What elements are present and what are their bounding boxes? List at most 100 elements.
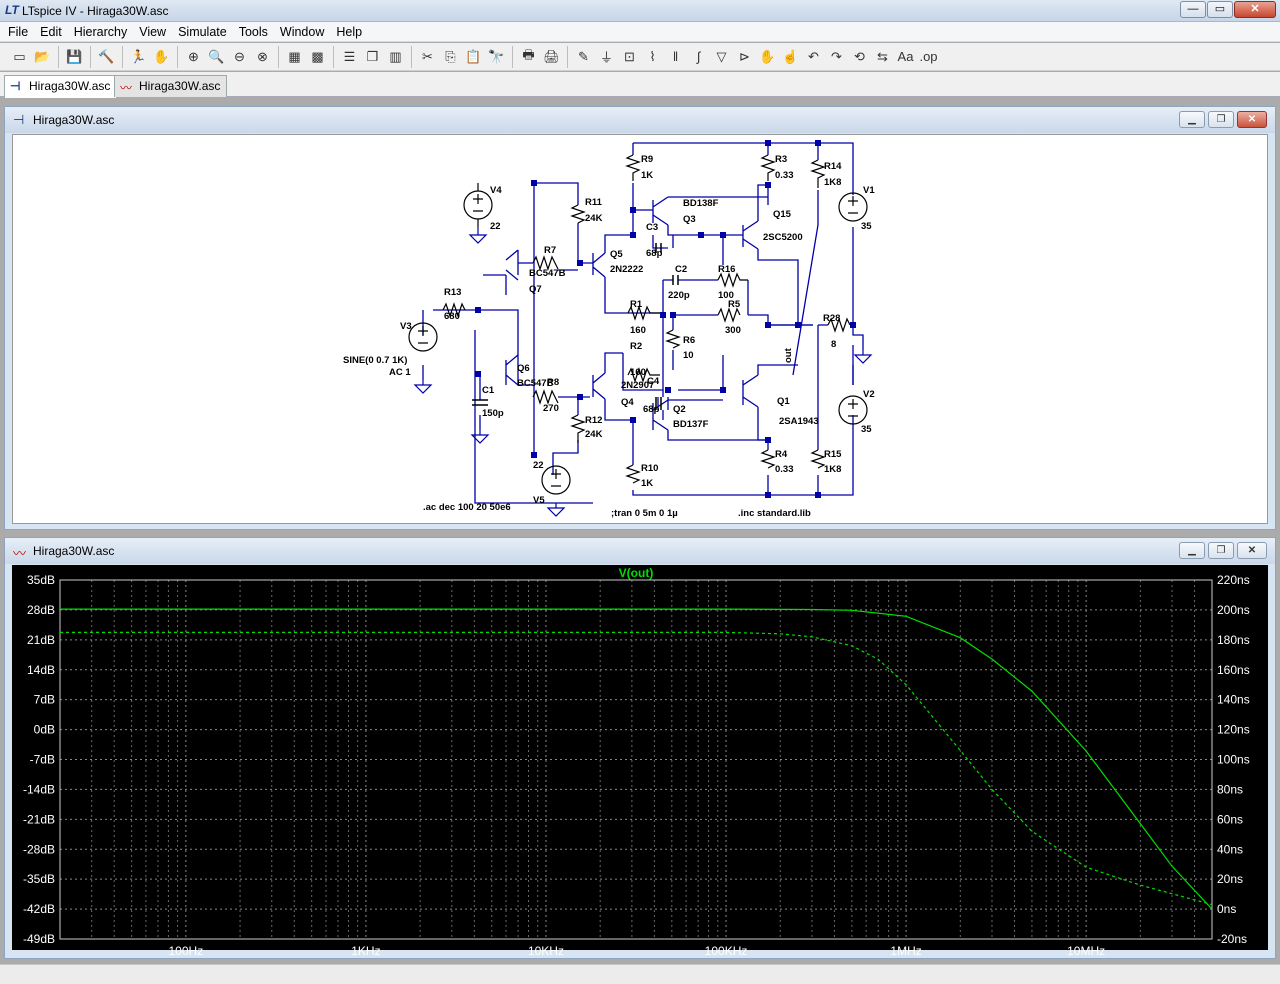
- svg-text:R10: R10: [641, 463, 658, 474]
- inductor-icon[interactable]: ∫: [696, 49, 701, 64]
- mirror-icon[interactable]: ⇆: [877, 48, 888, 64]
- undo-icon[interactable]: ↶: [808, 48, 819, 64]
- junction-dots: [475, 140, 856, 498]
- schematic-labels: V4 22 R11 24K R7 BC547B Q7 Q5 2N2222 R13…: [343, 154, 875, 519]
- find-icon[interactable]: 🔭: [488, 48, 505, 64]
- schematic-restore-button[interactable]: ❐: [1208, 111, 1234, 128]
- y-tick-label-right: 20ns: [1217, 872, 1243, 886]
- svg-text:C4: C4: [647, 376, 660, 387]
- menu-hierarchy[interactable]: Hierarchy: [73, 24, 128, 39]
- pan-icon[interactable]: 🔍: [208, 48, 225, 64]
- ltspice-logo-icon: LT: [5, 3, 19, 17]
- wire-icon[interactable]: ✎: [578, 48, 589, 64]
- schematic-window-titlebar: ⊣ Hiraga30W.asc ▁ ❐ ✕: [5, 107, 1275, 133]
- svg-text:V2: V2: [863, 389, 875, 400]
- zoom-cancel-icon[interactable]: ⊗: [257, 48, 268, 64]
- tab-waveform[interactable]: 〰 Hiraga30W.asc: [114, 75, 228, 97]
- text-icon[interactable]: Aa: [897, 49, 914, 64]
- waveform-restore-button[interactable]: ❐: [1208, 542, 1234, 559]
- minimize-button[interactable]: —: [1180, 1, 1206, 18]
- svg-text:Q3: Q3: [683, 214, 696, 225]
- maximize-button[interactable]: ▭: [1207, 1, 1233, 18]
- zoom-out-icon[interactable]: ⊖: [234, 48, 245, 64]
- print-icon[interactable]: 🖨: [543, 48, 560, 64]
- toolbar-separator: [122, 45, 123, 68]
- menu-simulate[interactable]: Simulate: [178, 24, 227, 39]
- svg-text:R16: R16: [718, 264, 735, 275]
- menu-help[interactable]: Help: [336, 24, 363, 39]
- halt-icon[interactable]: ✋: [153, 48, 170, 64]
- schematic-close-button[interactable]: ✕: [1237, 111, 1267, 128]
- tile-vertical-icon[interactable]: ▥: [389, 48, 402, 64]
- menu-window[interactable]: Window: [279, 24, 325, 39]
- toolbar-separator: [567, 45, 568, 68]
- toolbar-separator: [177, 45, 178, 68]
- label-net-icon[interactable]: ⊡: [624, 48, 635, 64]
- series-line-phase: [60, 631, 1213, 906]
- svg-text:C1: C1: [482, 385, 495, 396]
- svg-text:.inc standard.lib: .inc standard.lib: [738, 508, 811, 519]
- svg-text:BC547B: BC547B: [517, 378, 554, 389]
- menu-edit[interactable]: Edit: [40, 24, 62, 39]
- svg-text:1K8: 1K8: [824, 177, 841, 188]
- svg-text:Q4: Q4: [621, 397, 634, 408]
- copy-icon[interactable]: ⎘: [445, 48, 456, 64]
- svg-text:1K: 1K: [641, 478, 653, 489]
- menu-file[interactable]: File: [8, 24, 29, 39]
- schematic-minimize-button[interactable]: ▁: [1179, 111, 1205, 128]
- spice-directive-icon[interactable]: .op: [919, 49, 938, 64]
- toolbar-separator: [411, 45, 412, 68]
- diode-icon[interactable]: ▽: [716, 48, 727, 64]
- paste-icon[interactable]: 📋: [465, 48, 482, 64]
- autorange-icon[interactable]: ▦: [288, 48, 301, 64]
- svg-text:1K: 1K: [641, 170, 653, 181]
- svg-text:22: 22: [490, 221, 501, 232]
- schematic-canvas[interactable]: V4 22 R11 24K R7 BC547B Q7 Q5 2N2222 R13…: [12, 134, 1268, 524]
- waveform-icon: 〰: [120, 81, 133, 95]
- close-button[interactable]: ✕: [1234, 1, 1276, 18]
- toolbar-separator: [58, 45, 59, 68]
- control-panel-icon[interactable]: 🔨: [98, 48, 115, 64]
- cut-icon[interactable]: ✂: [422, 48, 433, 64]
- menu-view[interactable]: View: [139, 24, 167, 39]
- svg-text:680: 680: [444, 311, 460, 322]
- svg-text:10: 10: [683, 350, 694, 361]
- y-tick-label-right: 220ns: [1217, 573, 1250, 587]
- waveform-close-button[interactable]: ✕: [1237, 542, 1267, 559]
- component-icon[interactable]: ⊳: [739, 48, 750, 64]
- run-icon[interactable]: 🏃: [130, 48, 147, 64]
- svg-text:1K8: 1K8: [824, 464, 841, 475]
- svg-text:out: out: [783, 347, 794, 363]
- tab-schematic[interactable]: ⊣ Hiraga30W.asc: [4, 75, 118, 98]
- svg-text:Q7: Q7: [529, 284, 542, 295]
- svg-text:V1: V1: [863, 185, 875, 196]
- y-tick-label-left: 35dB: [27, 573, 55, 587]
- move-icon[interactable]: ✋: [759, 48, 776, 64]
- y-tick-label-right: 120ns: [1217, 723, 1250, 737]
- redo-icon[interactable]: ↷: [831, 48, 842, 64]
- cascade-icon[interactable]: ❐: [366, 48, 379, 64]
- svg-text:R1: R1: [630, 299, 643, 310]
- svg-text:22: 22: [533, 460, 544, 471]
- drag-icon[interactable]: ☝: [782, 48, 799, 64]
- svg-text:V3: V3: [400, 321, 412, 332]
- rotate-icon[interactable]: ⟲: [854, 48, 865, 64]
- waveform-minimize-button[interactable]: ▁: [1179, 542, 1205, 559]
- svg-text:R14: R14: [824, 161, 842, 172]
- grid-icon[interactable]: ▩: [311, 48, 324, 64]
- open-icon[interactable]: 📂: [34, 48, 51, 64]
- print-setup-icon[interactable]: 🖶: [522, 46, 535, 62]
- y-tick-label-left: 14dB: [27, 663, 55, 677]
- ground-icon[interactable]: ⏚: [599, 50, 613, 65]
- menu-tools[interactable]: Tools: [238, 24, 268, 39]
- tile-horizontal-icon[interactable]: ☰: [343, 48, 356, 64]
- new-schematic-icon[interactable]: ▭: [13, 48, 26, 64]
- toolbar-separator: [333, 45, 334, 68]
- svg-text:2N2907: 2N2907: [621, 380, 654, 391]
- zoom-in-icon[interactable]: ⊕: [188, 48, 199, 64]
- resistor-icon[interactable]: ⌇: [649, 48, 656, 64]
- save-icon[interactable]: 💾: [66, 48, 83, 64]
- menu-bar: File Edit Hierarchy View Simulate Tools …: [0, 22, 1280, 42]
- capacitor-icon[interactable]: ‖: [672, 49, 679, 64]
